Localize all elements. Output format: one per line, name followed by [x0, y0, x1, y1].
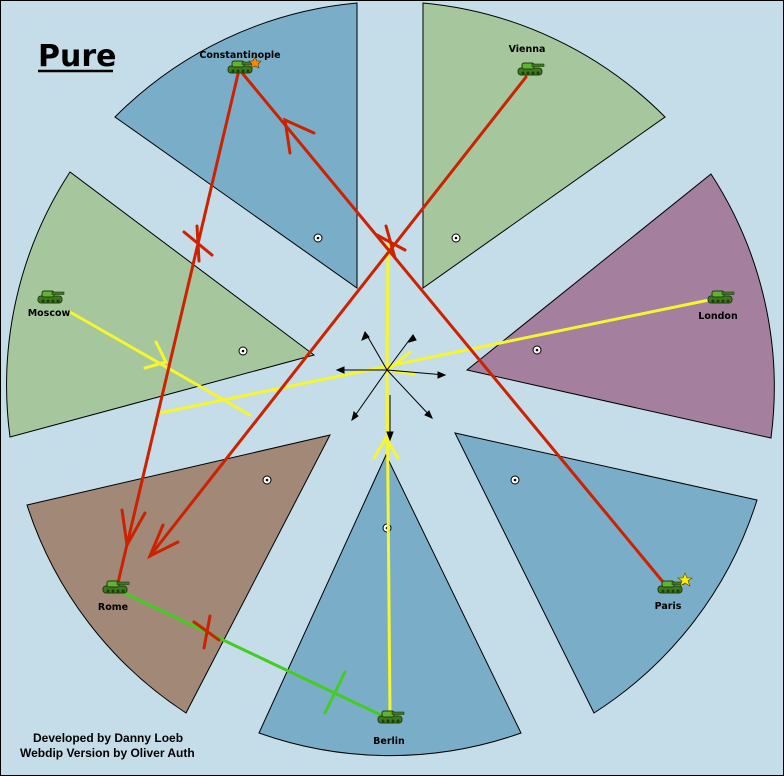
- move-arrowhead-paris-constantinople: [283, 117, 316, 155]
- supply-center-vienna: [451, 233, 461, 243]
- green-line-tick: [323, 670, 347, 715]
- city-label-berlin: Berlin: [373, 736, 405, 747]
- army-unit-moscow[interactable]: [37, 290, 65, 304]
- failed-cross-3b: [202, 614, 212, 650]
- green-line-rome-berlin: [116, 588, 387, 719]
- move-line-vienna-rome: [148, 75, 528, 558]
- center-compass: [335, 331, 447, 442]
- failed-cross-1b: [195, 224, 201, 263]
- territory-london[interactable]: [465, 173, 775, 439]
- map-title: Pure: [38, 39, 117, 74]
- city-label-constantinople: Constantinople: [199, 50, 280, 61]
- army-unit-rome[interactable]: [102, 580, 130, 594]
- failed-cross-2b: [384, 224, 397, 260]
- supply-center-rome: [262, 475, 272, 485]
- army-unit-london[interactable]: [707, 290, 735, 304]
- city-label-london: London: [698, 311, 738, 322]
- move-orders: [115, 72, 670, 590]
- territory-paris[interactable]: [454, 432, 758, 714]
- credit-webdip: Webdip Version by Oliver Auth: [20, 746, 195, 760]
- territory-rome[interactable]: [26, 434, 331, 714]
- support-arrowhead-berlin: [372, 435, 400, 460]
- territory-vienna[interactable]: [422, 2, 666, 289]
- support-arrowhead-moscow: [143, 340, 169, 370]
- supply-center-london: [532, 345, 542, 355]
- supply-center-moscow: [238, 346, 248, 356]
- territory-moscow[interactable]: [6, 171, 316, 438]
- move-arrowhead-constantinople-rome: [120, 508, 147, 550]
- yellow-star-icon: [677, 572, 693, 587]
- army-unit-vienna[interactable]: [517, 62, 545, 76]
- army-unit-constantinople[interactable]: [227, 60, 255, 74]
- move-line-constantinople-rome: [115, 72, 240, 589]
- city-label-moscow: Moscow: [28, 308, 71, 319]
- green-order: [116, 588, 387, 719]
- supply-center-constantinople: [313, 233, 323, 243]
- city-label-paris: Paris: [655, 601, 682, 612]
- orange-star-icon: [248, 56, 262, 69]
- support-line-center-north: [385, 243, 390, 382]
- city-label-rome: Rome: [98, 602, 128, 613]
- move-line-paris-constantinople: [241, 72, 670, 590]
- supply-center-paris: [510, 475, 520, 485]
- credit-developer: Developed by Danny Loeb: [33, 731, 183, 745]
- territory-constantinople[interactable]: [114, 2, 358, 289]
- army-unit-berlin[interactable]: [377, 710, 405, 724]
- support-line-london: [158, 298, 711, 415]
- army-unit-paris[interactable]: [657, 580, 685, 594]
- move-arrowhead-vienna-rome: [147, 523, 180, 560]
- support-line-berlin: [385, 378, 392, 717]
- city-label-vienna: Vienna: [509, 44, 546, 55]
